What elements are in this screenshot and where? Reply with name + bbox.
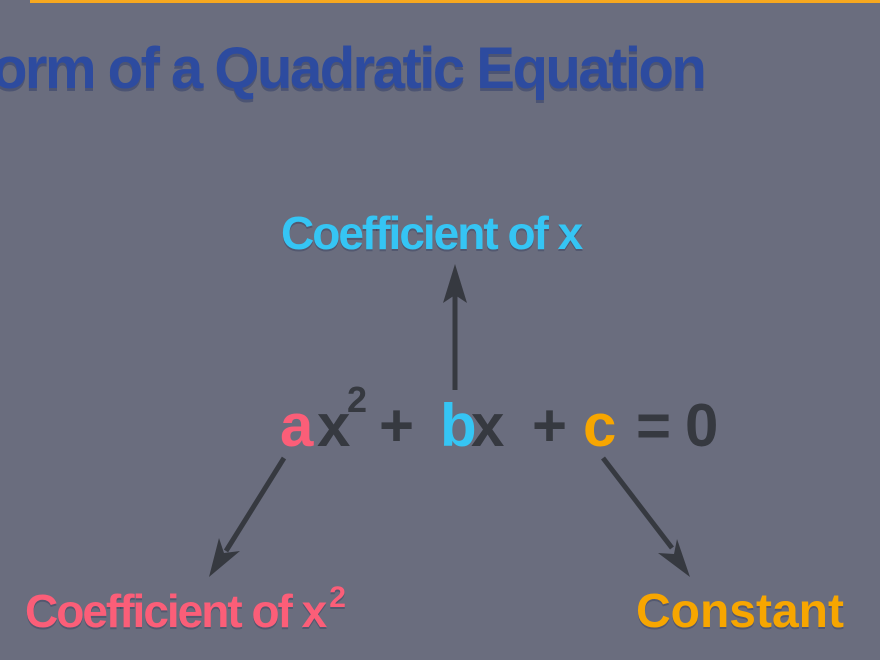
equation-term-a: a	[280, 392, 314, 459]
page-title: orm of a Quadratic Equation	[0, 36, 707, 101]
equation-term-x: x	[317, 392, 351, 459]
top-accent-line	[30, 0, 880, 3]
equation-plus-sign: +	[379, 392, 415, 459]
label-coefficient-of-x2-superscript: 2	[329, 581, 346, 614]
label-coefficient-of-x-text: Coefficient of x	[281, 207, 583, 259]
label-coefficient-of-x2-text: Coefficient of x	[25, 585, 327, 637]
equation-term-c: c	[583, 392, 617, 459]
equation-zero: 0	[685, 392, 719, 459]
equation-term-x-second: x	[471, 392, 505, 459]
label-constant: Constant	[636, 588, 844, 636]
label-constant-text: Constant	[636, 585, 844, 638]
equation-exponent-2: 2	[347, 379, 368, 420]
equation-term-b: b	[440, 392, 477, 459]
equation-equals-sign: =	[636, 392, 672, 459]
label-coefficient-of-x: Coefficient of x	[281, 207, 583, 259]
equation-plus-sign-second: +	[532, 392, 568, 459]
